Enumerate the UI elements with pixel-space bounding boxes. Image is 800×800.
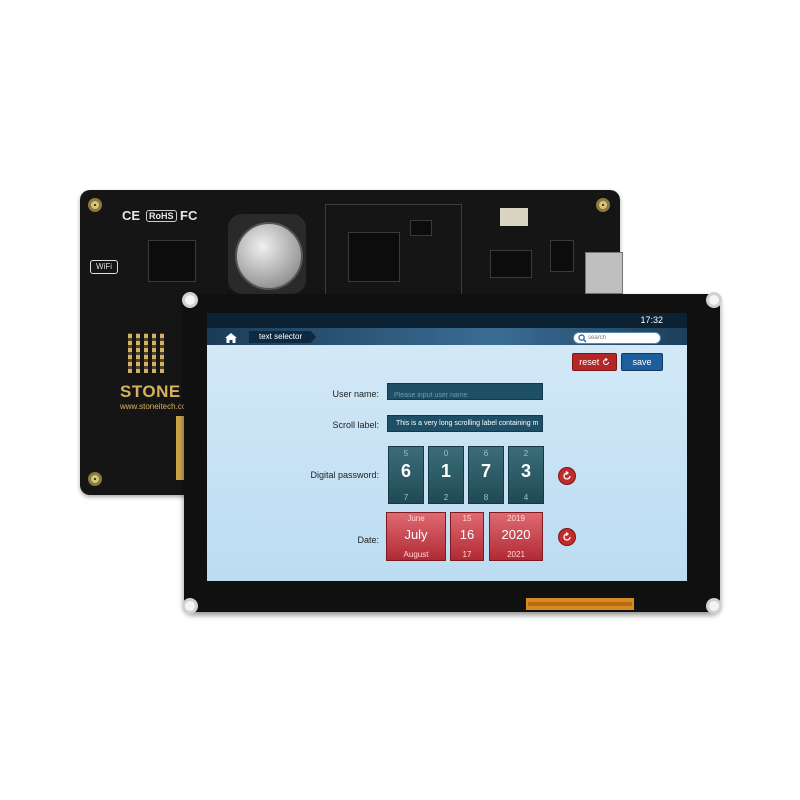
digit-current: 3 <box>520 461 531 481</box>
clock: 17:32 <box>640 315 663 325</box>
processor-chip <box>348 232 400 282</box>
nav-bar: text selector <box>207 328 687 345</box>
search-input[interactable] <box>588 333 658 343</box>
scroll-label-label: Scroll label: <box>332 420 379 430</box>
breadcrumb[interactable]: text selector <box>249 331 317 343</box>
username-field[interactable] <box>387 383 543 403</box>
mounting-hole <box>88 198 102 212</box>
digit-prev: 6 <box>483 449 489 458</box>
status-bar: 17:32 <box>207 313 687 328</box>
mounting-hole <box>182 292 198 308</box>
digit-next: 4 <box>523 493 529 502</box>
password-label: Digital password: <box>310 470 379 480</box>
save-button[interactable]: save <box>621 353 663 371</box>
year-current: 2020 <box>501 527 531 542</box>
wifi-badge: WiFi <box>90 260 118 274</box>
digit-prev: 0 <box>443 449 449 458</box>
mounting-hole <box>182 598 198 614</box>
day-current: 16 <box>459 527 475 542</box>
year-next: 2021 <box>507 550 525 559</box>
home-icon <box>225 333 237 343</box>
refresh-icon <box>602 357 609 365</box>
brand-url: www.stoneitech.com <box>120 402 193 411</box>
small-chip <box>410 220 432 236</box>
date-year-picker[interactable]: 2019 2020 2021 <box>489 512 543 561</box>
scroll-label-text: This is a very long scrolling label cont… <box>396 420 539 427</box>
password-digit-2[interactable]: 0 1 2 <box>428 446 464 504</box>
scroll-label-field: This is a very long scrolling label cont… <box>387 415 543 432</box>
board-outline <box>325 204 462 296</box>
digit-next: 8 <box>483 493 489 502</box>
day-prev: 15 <box>462 514 472 523</box>
digit-current: 6 <box>400 461 411 481</box>
mounting-hole <box>596 198 610 212</box>
username-label: User name: <box>332 389 379 399</box>
password-digit-4[interactable]: 2 3 4 <box>508 446 544 504</box>
date-reset-button[interactable] <box>558 528 576 546</box>
digit-next: 7 <box>403 493 409 502</box>
digit-next: 2 <box>443 493 449 502</box>
mounting-hole <box>706 598 722 614</box>
digit-current: 7 <box>480 461 491 481</box>
digit-current: 1 <box>440 461 451 481</box>
usb-port <box>585 252 623 294</box>
qr-code <box>128 333 168 373</box>
date-day-picker[interactable]: 15 16 17 <box>450 512 484 561</box>
connector <box>500 208 528 226</box>
date-month-picker[interactable]: June July August <box>386 512 446 561</box>
refresh-icon <box>563 532 571 541</box>
search-icon <box>578 334 587 343</box>
password-digit-1[interactable]: 5 6 7 <box>388 446 424 504</box>
wifi-chip <box>148 240 196 282</box>
digit-prev: 2 <box>523 449 529 458</box>
search-box[interactable] <box>573 332 661 344</box>
mounting-hole <box>88 472 102 486</box>
ce-mark: CE <box>122 208 141 223</box>
reset-button-label: reset <box>579 357 600 367</box>
day-next: 17 <box>462 550 472 559</box>
username-input[interactable] <box>388 388 542 403</box>
month-next: August <box>403 550 429 559</box>
fc-mark: FC <box>180 208 198 223</box>
mounting-hole <box>706 292 722 308</box>
gold-contact-strip <box>176 416 186 480</box>
brand-logo: STONE <box>120 382 181 401</box>
home-button[interactable] <box>219 331 243 343</box>
password-reset-button[interactable] <box>558 467 576 485</box>
rohs-mark: RoHS <box>146 210 177 222</box>
year-prev: 2019 <box>507 514 525 523</box>
component-chip <box>490 250 532 278</box>
password-digit-3[interactable]: 6 7 8 <box>468 446 504 504</box>
refresh-icon <box>563 471 571 480</box>
touch-screen: 17:32 text selector reset save User name… <box>207 313 687 581</box>
digit-prev: 5 <box>403 449 409 458</box>
flex-cable <box>526 598 634 610</box>
coin-battery <box>235 222 303 290</box>
month-prev: June <box>407 514 425 523</box>
regulator-chip <box>550 240 574 272</box>
reset-button[interactable]: reset <box>572 353 617 371</box>
month-current: July <box>404 527 428 542</box>
date-label: Date: <box>357 535 379 545</box>
